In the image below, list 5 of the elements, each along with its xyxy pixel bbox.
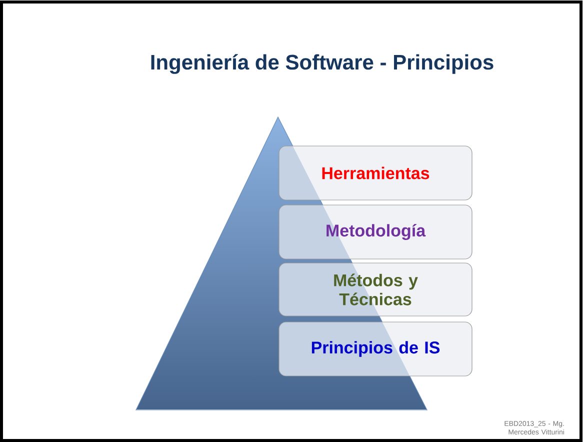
level-box: Metodología [278,204,472,260]
level-box: Métodos y Técnicas [278,262,472,316]
level-box: Principios de IS [278,322,472,376]
level-box: Herramientas [278,146,472,200]
slide-title: Ingeniería de Software - Principios [151,54,494,74]
